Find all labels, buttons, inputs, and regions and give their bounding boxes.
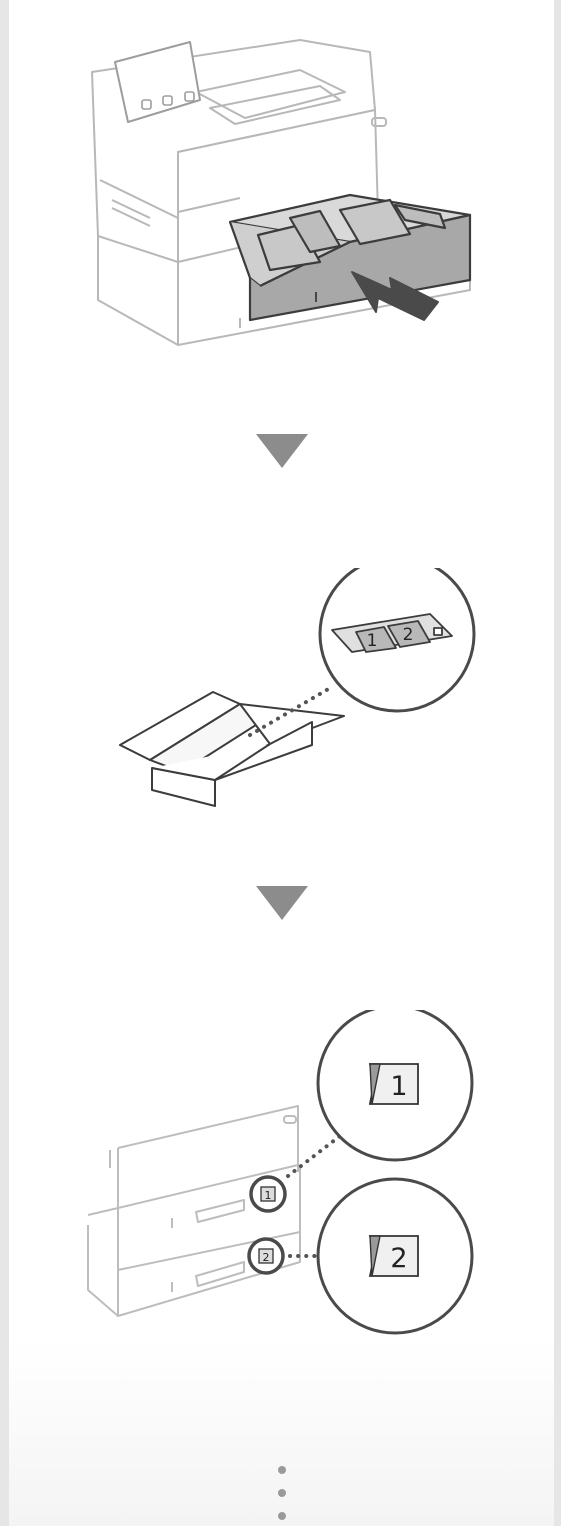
vertical-ellipsis-icon[interactable]	[277, 1465, 287, 1525]
box-with-label-sheet-illustration: 1 2	[9, 568, 554, 813]
zoom-label-two: 2	[390, 1243, 407, 1274]
sheet-label-one: 1	[367, 631, 378, 651]
printer-drawer-insert-illustration	[9, 30, 554, 360]
zoom-label-one: 1	[390, 1071, 407, 1102]
open-box-icon	[120, 692, 344, 806]
printer-drawers-labels-illustration: 1 2 1 2	[9, 1010, 554, 1340]
next-step-arrow-icon	[256, 886, 308, 920]
next-step-arrow-icon	[256, 434, 308, 468]
drawer-label-two: 2	[263, 1251, 270, 1264]
sheet-label-two: 2	[403, 625, 414, 645]
drawer-label-one: 1	[265, 1189, 272, 1202]
